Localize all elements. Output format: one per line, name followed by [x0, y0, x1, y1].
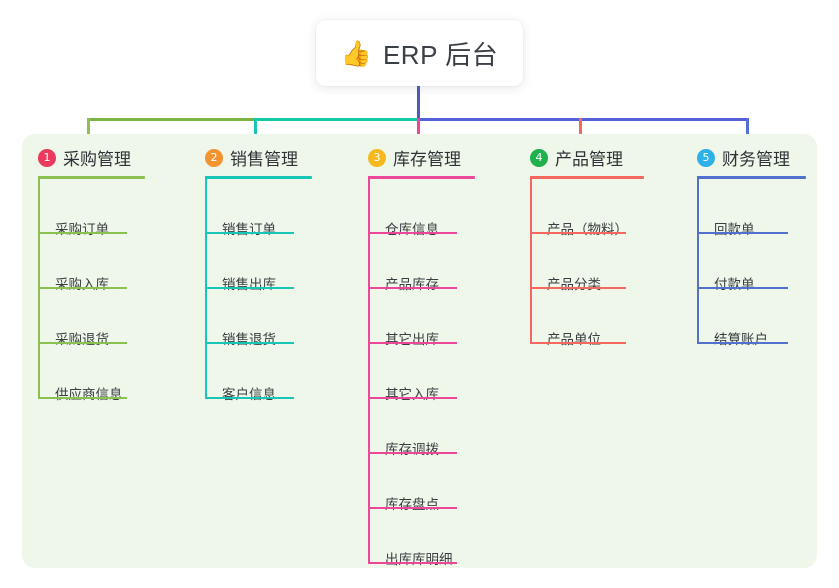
leaf-item-label[interactable]: 采购退货 [55, 332, 109, 347]
branch-badge-5: 5 [697, 148, 715, 167]
branch-column-1: 1 采购管理采购订单采购入库采购退货供应商信息 [38, 0, 188, 434]
leaf-item-label[interactable]: 销售退货 [222, 332, 276, 347]
branch-badge-2: 2 [205, 148, 223, 167]
leaf-item-rule [368, 452, 457, 454]
leaf-item-label[interactable]: 采购入库 [55, 277, 109, 292]
leaf-item-rule [368, 232, 457, 234]
leaf-item-label[interactable]: 库存盘点 [385, 497, 439, 512]
branch-spine-4 [530, 176, 532, 342]
branch-rule-1 [38, 176, 145, 179]
branch-title-5: 财务管理 [722, 150, 790, 169]
branch-drop-3 [416, 118, 420, 146]
branch-spine-3 [368, 176, 370, 562]
leaf-item-rule [38, 232, 127, 234]
leaf-item-rule [530, 287, 626, 289]
leaf-item-rule [368, 287, 457, 289]
branch-drop-4 [578, 118, 582, 146]
leaf-item-label[interactable]: 仓库信息 [385, 222, 439, 237]
leaf-item-label[interactable]: 产品（物料） [547, 222, 628, 237]
leaf-item-label[interactable]: 供应商信息 [55, 387, 123, 402]
leaf-item-rule [205, 397, 294, 399]
branch-title-2: 销售管理 [230, 150, 298, 169]
root-node[interactable]: 👍 ERP 后台 [316, 20, 523, 86]
branch-badge-1: 1 [38, 148, 56, 167]
leaf-item-label[interactable]: 其它入库 [385, 387, 439, 402]
leaf-item-rule [697, 287, 788, 289]
leaf-item-label[interactable]: 出库库明细 [385, 552, 453, 567]
leaf-item-label[interactable]: 回款单 [714, 222, 755, 237]
branch-drop-2 [253, 118, 257, 146]
leaf-item-label[interactable]: 销售出库 [222, 277, 276, 292]
branch-column-4: 4 产品管理产品（物料） 产品分类产品单位 [530, 0, 685, 434]
branch-header-3[interactable]: 3 库存管理 [368, 145, 461, 170]
bus-segment-mid [253, 118, 418, 121]
leaf-item-rule [368, 342, 457, 344]
root-stem [416, 86, 420, 121]
leaf-item-rule [38, 342, 127, 344]
leaf-item-label[interactable]: 销售订单 [222, 222, 276, 237]
leaf-item-rule [38, 287, 127, 289]
leaf-item-label[interactable]: 产品单位 [547, 332, 601, 347]
bus-segment-left [86, 118, 255, 121]
branch-header-5[interactable]: 5 财务管理 [697, 145, 790, 170]
branch-column-3: 3 库存管理仓库信息产品库存其它出库其它入库库存调拨库存盘点出库库明细 [368, 0, 518, 567]
branch-drop-1 [86, 118, 90, 146]
branch-title-4: 产品管理 [555, 150, 623, 169]
leaf-item-rule [368, 507, 457, 509]
branch-badge-3: 3 [368, 148, 386, 167]
branch-rule-4 [530, 176, 644, 179]
branch-spine-1 [38, 176, 40, 397]
leaf-item-rule [697, 232, 788, 234]
leaf-item-rule [368, 397, 457, 399]
branch-header-1[interactable]: 1 采购管理 [38, 145, 131, 170]
branch-badge-4: 4 [530, 148, 548, 167]
branch-title-3: 库存管理 [393, 150, 461, 169]
leaf-item-rule [205, 342, 294, 344]
branch-header-2[interactable]: 2 销售管理 [205, 145, 298, 170]
leaf-item-rule [368, 562, 457, 564]
leaf-item-rule [530, 232, 626, 234]
branch-column-5: 5 财务管理回款单付款单结算账户 [697, 0, 809, 434]
leaf-item-rule [697, 342, 788, 344]
branch-title-1: 采购管理 [63, 150, 131, 169]
branch-column-2: 2 销售管理销售订单销售出库销售退货客户信息 [205, 0, 355, 434]
leaf-item-rule [205, 287, 294, 289]
leaf-item-label[interactable]: 产品库存 [385, 277, 439, 292]
bus-segment-right [416, 118, 749, 121]
leaf-item-label[interactable]: 库存调拨 [385, 442, 439, 457]
thumbs-up-icon: 👍 [340, 38, 372, 68]
leaf-item-label[interactable]: 采购订单 [55, 222, 109, 237]
branch-rule-5 [697, 176, 806, 179]
branch-rule-2 [205, 176, 312, 179]
leaf-item-label[interactable]: 客户信息 [222, 387, 276, 402]
branch-spine-2 [205, 176, 207, 397]
branch-panel [22, 134, 817, 568]
branch-rule-3 [368, 176, 475, 179]
leaf-item-label[interactable]: 其它出库 [385, 332, 439, 347]
branch-drop-5 [745, 118, 749, 146]
root-node-content: 👍 ERP 后台 [341, 35, 498, 72]
leaf-item-rule [38, 397, 127, 399]
leaf-item-rule [530, 342, 626, 344]
branch-spine-5 [697, 176, 699, 342]
leaf-item-label[interactable]: 付款单 [714, 277, 755, 292]
leaf-item-label[interactable]: 产品分类 [547, 277, 601, 292]
root-node-title: ERP 后台 [382, 39, 499, 70]
leaf-item-rule [205, 232, 294, 234]
branch-header-4[interactable]: 4 产品管理 [530, 145, 623, 170]
leaf-item-label[interactable]: 结算账户 [714, 332, 768, 347]
